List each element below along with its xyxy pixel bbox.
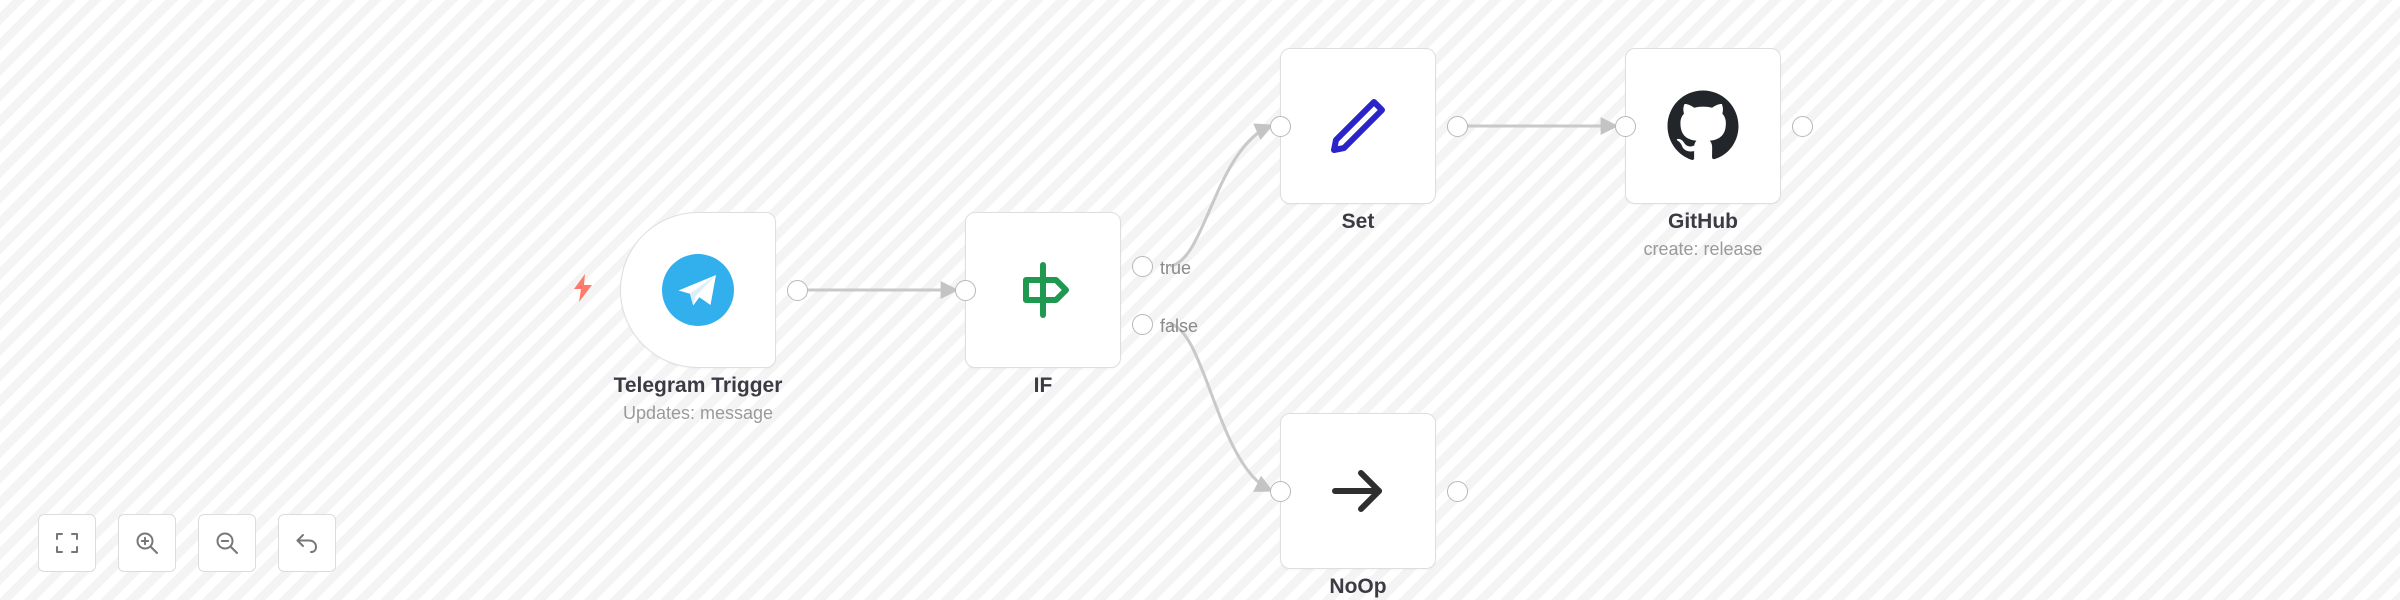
noop-input-endpoint[interactable]	[1270, 481, 1291, 502]
zoom-in-button[interactable]	[118, 514, 176, 572]
zoom-controls-toolbar	[38, 514, 336, 572]
set-output-endpoint[interactable]	[1447, 116, 1468, 137]
if-caption: IF	[873, 373, 1213, 399]
set-title: Set	[1341, 210, 1375, 233]
pencil-icon	[1320, 88, 1396, 164]
telegram-trigger-output-endpoint[interactable]	[787, 280, 808, 301]
noop-output-endpoint[interactable]	[1447, 481, 1468, 502]
noop-caption: NoOp	[1188, 574, 1528, 600]
noop-title: NoOp	[1329, 575, 1387, 598]
set-input-endpoint[interactable]	[1270, 116, 1291, 137]
github-caption: GitHub create: release	[1533, 209, 1873, 262]
if-output-true-endpoint[interactable]	[1132, 256, 1153, 277]
node-github[interactable]	[1625, 48, 1781, 204]
if-output-true-label: true	[1160, 258, 1192, 278]
github-icon	[1665, 88, 1741, 164]
reset-zoom-button[interactable]	[278, 514, 336, 572]
telegram-trigger-subtitle: Updates: message	[622, 403, 774, 424]
connection-if-false-to-noop	[1169, 322, 1274, 492]
undo-icon	[296, 534, 317, 553]
zoom-in-icon	[136, 532, 158, 554]
github-input-endpoint[interactable]	[1615, 116, 1636, 137]
if-output-false-label: false	[1160, 316, 1199, 336]
node-noop[interactable]	[1280, 413, 1436, 569]
connection-if-true-to-set	[1169, 123, 1274, 268]
telegram-icon	[660, 252, 736, 328]
telegram-trigger-caption: Telegram Trigger Updates: message	[528, 373, 868, 426]
telegram-trigger-pin	[570, 272, 596, 304]
telegram-trigger-title: Telegram Trigger	[613, 374, 783, 397]
node-telegram-trigger[interactable]	[620, 212, 776, 368]
fit-screen-icon	[56, 533, 78, 553]
if-output-false-endpoint[interactable]	[1132, 314, 1153, 335]
arrow-right-icon	[1320, 453, 1396, 529]
zoom-out-icon	[216, 532, 238, 554]
github-output-endpoint[interactable]	[1792, 116, 1813, 137]
lightning-bolt-icon	[574, 274, 592, 302]
set-caption: Set	[1188, 209, 1528, 235]
github-title: GitHub	[1668, 210, 1738, 233]
zoom-to-fit-button[interactable]	[38, 514, 96, 572]
zoom-out-button[interactable]	[198, 514, 256, 572]
github-subtitle: create: release	[1643, 239, 1763, 260]
node-if[interactable]	[965, 212, 1121, 368]
node-set[interactable]	[1280, 48, 1436, 204]
signpost-icon	[1005, 252, 1081, 328]
if-input-endpoint[interactable]	[955, 280, 976, 301]
if-title: IF	[1033, 374, 1053, 397]
